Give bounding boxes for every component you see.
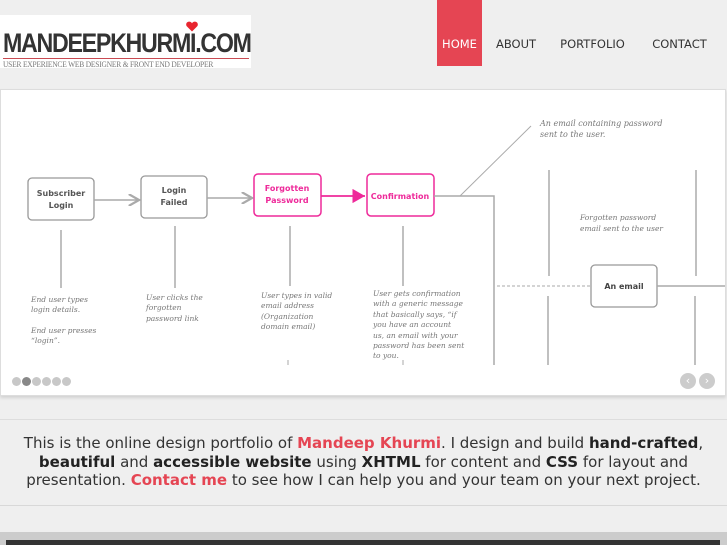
intro-bold: hand-crafted xyxy=(588,434,699,452)
svg-text:An email containing password: An email containing password xyxy=(539,119,662,128)
svg-text:that basically says, “if: that basically says, “if xyxy=(373,310,458,319)
svg-text:(Organization: (Organization xyxy=(261,312,314,321)
heart-icon xyxy=(186,21,198,32)
intro-bold: accessible website xyxy=(153,452,312,471)
svg-text:Forgotten password: Forgotten password xyxy=(579,213,656,222)
svg-text:email sent to the user: email sent to the user xyxy=(580,224,663,233)
box-forgotten-password: Forgotten Password xyxy=(253,173,322,217)
svg-text:End user presses: End user presses xyxy=(30,326,97,335)
svg-text:An email: An email xyxy=(604,282,644,291)
intro-text: for content and xyxy=(420,452,546,471)
slide-dot-3[interactable] xyxy=(32,377,41,386)
svg-text:email address: email address xyxy=(261,301,314,310)
intro-text: for layout and presentation. xyxy=(26,452,689,490)
site-logo[interactable]: MANDEEPKHURMI.COM USER EXPERIENCE WEB DE… xyxy=(0,15,252,69)
prev-slide-button[interactable]: ‹ xyxy=(680,373,696,389)
intro-bold: beautiful xyxy=(38,452,116,471)
box-confirmation: Confirmation xyxy=(366,173,435,217)
slide-dot-5[interactable] xyxy=(52,377,61,386)
slide-dot-2[interactable] xyxy=(22,377,31,386)
svg-text:User clicks the: User clicks the xyxy=(146,293,203,302)
flow-diagram: Subscriber Login Login Failed Forgotten … xyxy=(27,119,725,365)
svg-text:User gets confirmation: User gets confirmation xyxy=(373,289,461,298)
svg-text:sent to the user.: sent to the user. xyxy=(540,130,605,139)
svg-text:Failed: Failed xyxy=(160,198,187,207)
intro-paragraph: This is the online design portfolio of M… xyxy=(0,434,727,490)
footer-panel xyxy=(6,540,720,545)
nav-about[interactable]: ABOUT xyxy=(495,37,537,51)
svg-text:us, an email with your: us, an email with your xyxy=(373,331,458,340)
contact-me-link[interactable]: Contact me xyxy=(130,471,228,489)
svg-text:password link: password link xyxy=(146,314,199,323)
slider-arrows: ‹ › xyxy=(680,373,715,389)
main-nav: HOME ABOUT PORTFOLIO CONTACT xyxy=(437,0,727,66)
svg-text:Subscriber: Subscriber xyxy=(37,189,86,198)
svg-text:“login”.: “login”. xyxy=(31,336,60,345)
slide-dot-6[interactable] xyxy=(62,377,71,386)
intro-bold: CSS xyxy=(545,452,579,471)
divider xyxy=(0,419,727,420)
intro-text: , xyxy=(698,434,704,452)
nav-home[interactable]: HOME xyxy=(437,0,482,66)
svg-text:forgotten: forgotten xyxy=(145,303,182,312)
slide-dot-1[interactable] xyxy=(12,377,21,386)
svg-text:you have an account: you have an account xyxy=(372,320,452,329)
svg-text:Password: Password xyxy=(265,196,308,205)
slide-dot-4[interactable] xyxy=(42,377,51,386)
intro-text: This is the online design portfolio of xyxy=(23,434,298,452)
svg-text:User types in valid: User types in valid xyxy=(261,291,332,300)
box-subscriber-login: Subscriber Login xyxy=(27,177,95,221)
svg-text:domain email): domain email) xyxy=(261,322,315,331)
svg-text:password has been sent: password has been sent xyxy=(373,341,465,350)
svg-text:Login: Login xyxy=(49,201,74,210)
next-slide-button[interactable]: › xyxy=(699,373,715,389)
svg-text:Login: Login xyxy=(162,186,187,195)
intro-text: using xyxy=(311,452,362,471)
svg-text:End user types: End user types xyxy=(30,295,88,304)
svg-text:to you.: to you. xyxy=(373,351,399,360)
intro-bold: XHTML xyxy=(361,452,421,471)
intro-text: to see how I can help you and your team … xyxy=(227,471,701,489)
box-login-failed: Login Failed xyxy=(140,175,208,219)
svg-text:Confirmation: Confirmation xyxy=(371,192,430,201)
slider-pagination xyxy=(12,377,71,386)
svg-text:with a generic message: with a generic message xyxy=(373,299,463,308)
box-an-email: An email xyxy=(590,264,658,308)
logo-text: MANDEEPKHURMI.COM xyxy=(3,28,252,58)
image-slider[interactable]: Subscriber Login Login Failed Forgotten … xyxy=(0,89,726,396)
intro-text: . I design and build xyxy=(441,434,589,452)
author-name-link[interactable]: Mandeep Khurmi xyxy=(297,434,442,452)
svg-text:Forgotten: Forgotten xyxy=(265,184,310,193)
nav-contact[interactable]: CONTACT xyxy=(652,37,707,51)
divider xyxy=(0,505,727,506)
logo-tagline: USER EXPERIENCE WEB DESIGNER & FRONT END… xyxy=(3,60,214,69)
nav-portfolio[interactable]: PORTFOLIO xyxy=(560,37,625,51)
logo-rule xyxy=(3,58,249,59)
intro-text: and xyxy=(115,452,154,471)
svg-text:login details.: login details. xyxy=(31,305,80,314)
